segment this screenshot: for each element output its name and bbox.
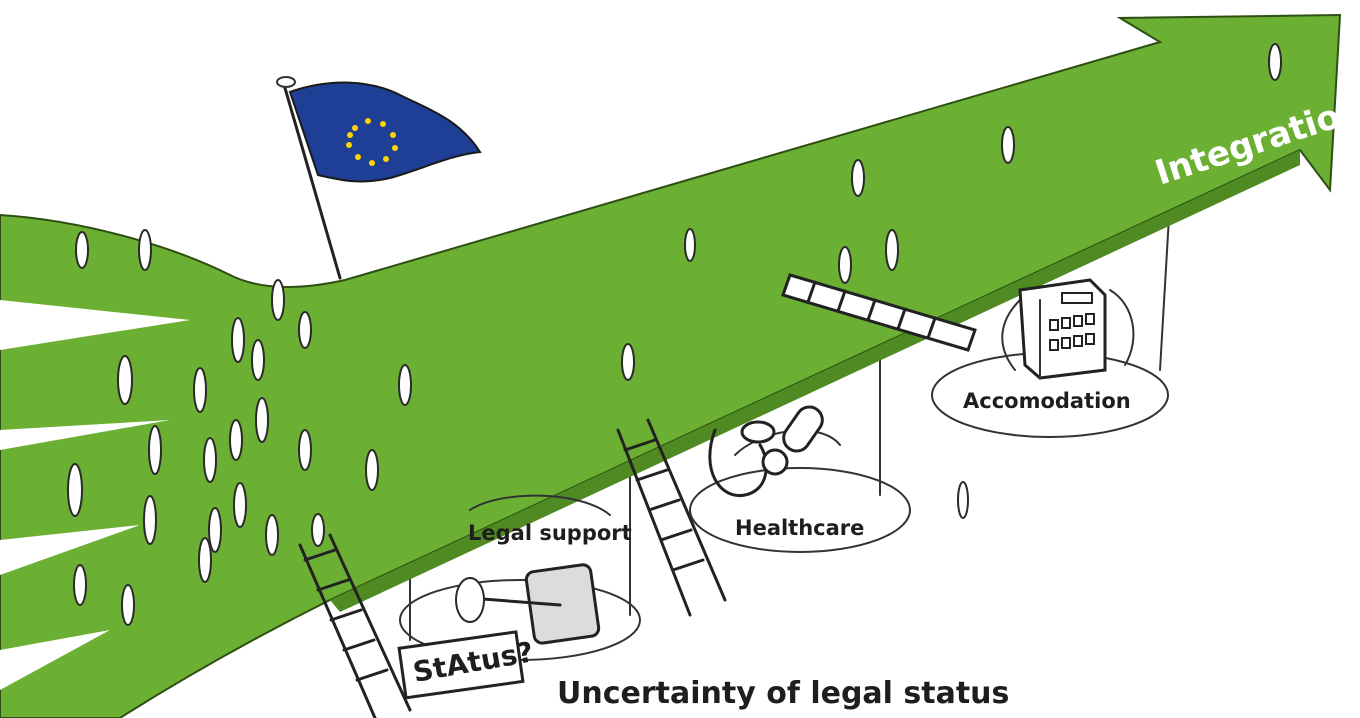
building-icon xyxy=(1018,278,1107,380)
person-icon xyxy=(233,482,247,528)
person-icon xyxy=(1001,126,1015,164)
person-icon xyxy=(208,507,222,553)
person-icon xyxy=(73,564,87,606)
person-icon xyxy=(265,514,279,556)
caption-uncertainty: Uncertainty of legal status xyxy=(557,676,1009,711)
status-sign xyxy=(397,630,525,700)
person-icon xyxy=(198,537,212,583)
person-icon xyxy=(251,339,265,381)
accomodation-area: Accomodation xyxy=(931,278,1169,438)
person-icon xyxy=(67,463,83,517)
accomodation-label: Accomodation xyxy=(963,389,1131,413)
person-icon xyxy=(838,246,852,284)
pill-icon xyxy=(740,405,824,453)
person-icon xyxy=(684,228,696,262)
person-icon xyxy=(117,355,133,405)
person-icon xyxy=(148,425,162,475)
legal-support-label: Legal support xyxy=(468,521,632,545)
ladder-icon xyxy=(298,533,412,718)
person-icon xyxy=(143,495,157,545)
eu-flag-icon xyxy=(276,76,482,280)
person-icon xyxy=(621,343,635,381)
person-icon xyxy=(75,231,89,269)
person-icon xyxy=(231,317,245,363)
ladder-icon xyxy=(781,273,977,352)
stethoscope-icon xyxy=(708,428,789,498)
person-icon xyxy=(851,159,865,197)
person-icon xyxy=(298,429,312,471)
crowd-people xyxy=(67,43,1282,626)
person-icon xyxy=(271,279,285,321)
gavel-icon xyxy=(468,563,601,645)
person-icon xyxy=(885,229,899,271)
person-icon xyxy=(365,449,379,491)
person-icon xyxy=(311,513,325,547)
person-icon xyxy=(398,364,412,406)
person-icon xyxy=(957,481,969,519)
integration-arrow: Integration xyxy=(0,13,1360,718)
person-icon xyxy=(298,311,312,349)
ladder-icon xyxy=(616,418,727,617)
person-icon xyxy=(193,367,207,413)
person-icon xyxy=(203,437,217,483)
person-icon xyxy=(229,419,243,461)
legal-support-area: StAtus? Legal support xyxy=(397,494,641,700)
healthcare-area: Healthcare xyxy=(689,405,911,553)
healthcare-label: Healthcare xyxy=(735,516,864,540)
person-icon xyxy=(1268,43,1282,81)
person-icon xyxy=(255,397,269,443)
person-icon xyxy=(121,584,135,626)
person-icon xyxy=(138,229,152,271)
